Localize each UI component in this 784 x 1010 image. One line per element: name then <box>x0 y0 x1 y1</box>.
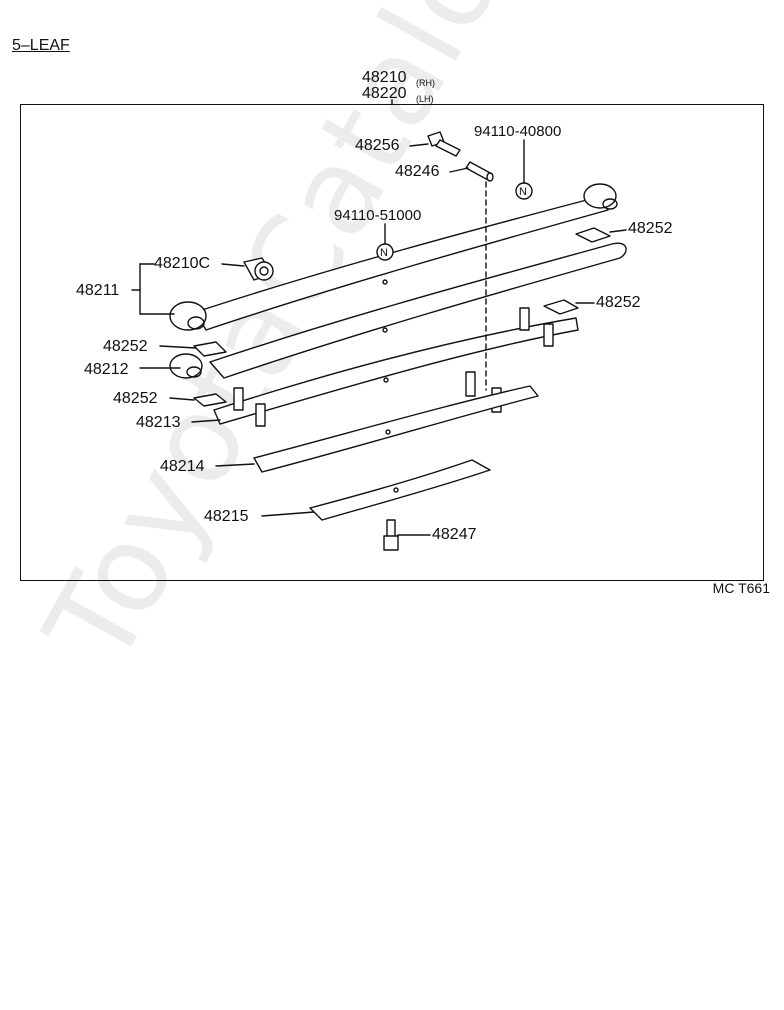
insert-left-upper <box>193 341 227 357</box>
label-pin-94110-40800[interactable]: 94110-40800 <box>474 123 562 140</box>
assembly-lh-suffix: (LH) <box>416 94 434 104</box>
label-nut-94110-51000[interactable]: 94110-51000 <box>334 207 422 224</box>
leaf-3 <box>213 307 579 427</box>
insert-left-lower <box>193 393 227 407</box>
label-leaf-48213[interactable]: 48213 <box>136 414 181 431</box>
new-part-letter-1: N <box>519 186 527 198</box>
bolt-48256 <box>427 131 461 157</box>
label-center-bolt-48247[interactable]: 48247 <box>432 526 477 543</box>
label-leaf-48215[interactable]: 48215 <box>204 508 249 525</box>
insert-mid-right <box>543 299 579 315</box>
center-bolt-48247 <box>383 519 399 551</box>
label-insert-48252-left-lower[interactable]: 48252 <box>113 390 158 407</box>
label-insert-48252-mid[interactable]: 48252 <box>596 294 641 311</box>
leaf-4 <box>253 385 539 473</box>
assembly-rh-number: 48210 <box>362 69 407 86</box>
leaf-2 <box>169 242 627 379</box>
assembly-lh-number: 48220 <box>362 85 407 102</box>
label-bushing-48210c[interactable]: 48210C <box>154 255 211 272</box>
label-leaf-48212[interactable]: 48212 <box>84 361 129 378</box>
label-leaf-48211[interactable]: 48211 <box>76 282 120 299</box>
page-title: 5–LEAF <box>12 37 70 54</box>
leaf-5 <box>309 459 491 521</box>
new-part-letter-2: N <box>380 247 388 259</box>
label-bolt-48256[interactable]: 48256 <box>355 137 400 154</box>
bushing-48210c <box>243 257 274 281</box>
label-insert-48252-top[interactable]: 48252 <box>628 220 673 237</box>
assembly-rh-suffix: (RH) <box>416 78 435 88</box>
leaf-1 <box>169 183 618 331</box>
label-pin-48246[interactable]: 48246 <box>395 163 440 180</box>
diagram-code: MC T661 <box>712 580 770 596</box>
pin-48246 <box>465 161 494 182</box>
label-insert-48252-left-upper[interactable]: 48252 <box>103 338 148 355</box>
label-leaf-48214[interactable]: 48214 <box>160 458 205 475</box>
insert-top-right <box>575 227 611 243</box>
